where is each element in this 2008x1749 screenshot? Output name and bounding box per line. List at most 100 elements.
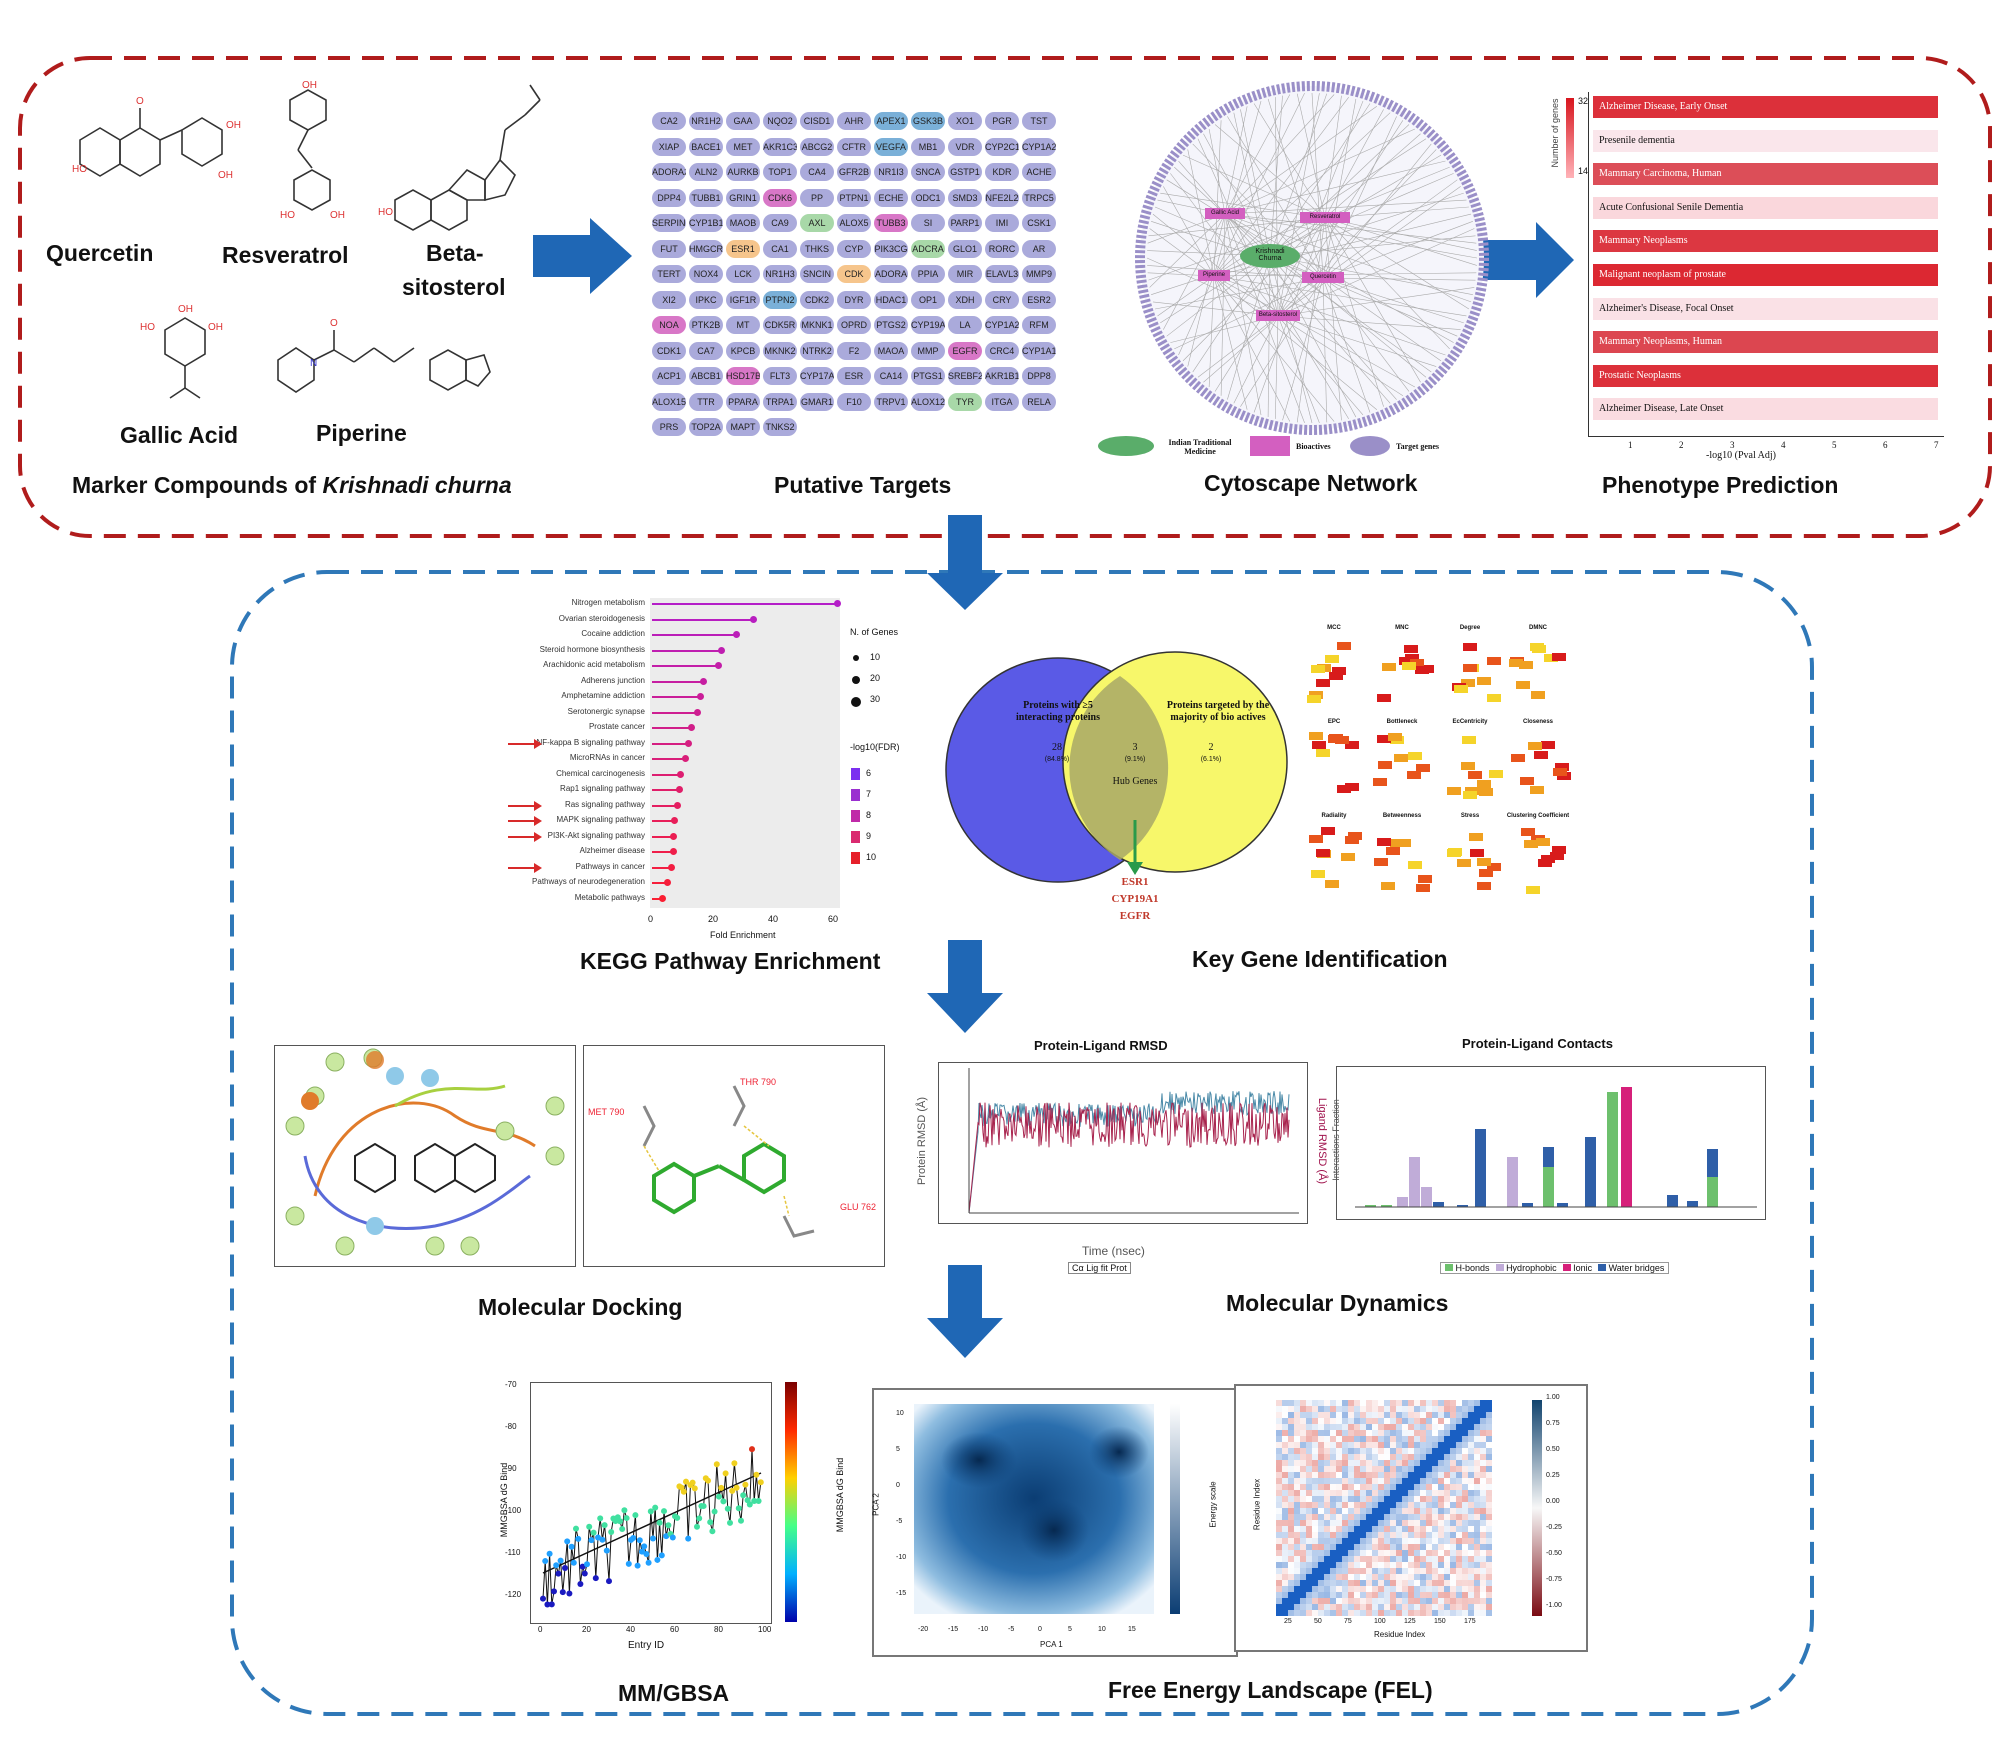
dccm-cell [1378,1586,1384,1592]
dccm-cell [1486,1604,1492,1610]
dccm-cell [1306,1442,1312,1448]
dccm-cell [1420,1400,1426,1406]
dccm-cell [1276,1586,1282,1592]
dccm-cell [1282,1538,1288,1544]
dccm-cell [1396,1526,1402,1532]
mmgbsa-point [639,1548,645,1555]
dccm-cell [1288,1532,1294,1538]
gene-node: PARP1 [948,214,982,232]
dccm-cell [1450,1532,1456,1538]
cytohubba-title: Bottleneck [1386,719,1418,725]
gene-node: TRPV1 [874,392,908,411]
mmgbsa-point [647,1508,654,1515]
dccm-cell [1336,1478,1342,1484]
dccm-cell [1372,1604,1378,1610]
dccm-cell [1324,1556,1330,1562]
dccm-cell [1414,1526,1420,1532]
dccm-cell [1276,1592,1282,1598]
dccm-cell [1288,1484,1294,1490]
dccm-cell [1438,1598,1444,1604]
dccm-cell [1390,1556,1396,1562]
dccm-cell [1276,1430,1282,1436]
dccm-cell [1384,1532,1390,1538]
network-edge [1269,93,1328,257]
mmgbsa-point [643,1551,650,1558]
dccm-cell [1360,1550,1366,1556]
dccm-cell [1480,1598,1486,1604]
dccm-cell [1390,1442,1396,1448]
dccm-colorbar-tick: -1.00 [1546,1602,1562,1609]
kegg-pathway-label: Cocaine addiction [581,629,645,638]
dccm-cell [1426,1406,1432,1412]
dccm-cell [1354,1472,1360,1478]
fel-ytick: -10 [896,1554,907,1561]
dccm-cell [1384,1520,1390,1526]
dccm-cell [1366,1604,1372,1610]
dccm-cell [1318,1580,1324,1586]
rmsd-ylabel-left: Protein RMSD (Å) [916,1096,928,1186]
gene-node: AKR1C3 [763,137,797,156]
mmgbsa-point [597,1515,604,1522]
dccm-cell [1360,1484,1366,1490]
dccm-cell [1330,1442,1336,1448]
dccm-cell [1396,1592,1402,1598]
dccm-cell [1306,1478,1312,1484]
mmgbsa-point [658,1552,665,1559]
dccm-cell [1420,1436,1426,1442]
dccm-cell [1318,1514,1324,1520]
dccm-cell [1384,1460,1390,1466]
dccm-cell [1306,1562,1312,1568]
mmgbsa-point [623,1515,630,1522]
dccm-cell [1450,1610,1456,1616]
gene-node: KPCB [726,341,760,360]
dccm-cell [1444,1574,1450,1580]
dccm-cell [1348,1586,1354,1592]
gene-node: PP [800,188,834,207]
dccm-cell [1408,1496,1414,1502]
dccm-cell [1366,1400,1372,1406]
dccm-cell [1360,1430,1366,1436]
dccm-cell [1414,1514,1420,1520]
dccm-cell [1360,1580,1366,1586]
dccm-cell [1426,1574,1432,1580]
dccm-cell [1288,1514,1294,1520]
dccm-cell [1342,1562,1348,1568]
phenotype-legend-min: 14 [1578,166,1589,176]
dccm-cell [1360,1424,1366,1430]
network-edge [1322,277,1410,392]
dccm-cell [1360,1406,1366,1412]
dccm-cell [1324,1406,1330,1412]
dccm-cell [1324,1574,1330,1580]
kegg-pathway-label: Nitrogen metabolism [571,598,645,607]
contacts-bar [1409,1157,1420,1207]
dccm-cell [1294,1580,1300,1586]
dccm-cell [1306,1514,1312,1520]
gene-node: PTPN1 [837,188,871,207]
dccm-cell [1456,1580,1462,1586]
mmgbsa-point [617,1518,623,1525]
dccm-cell [1426,1526,1432,1532]
gene-node: TRPC5 [1022,188,1056,207]
dccm-cell [1438,1562,1444,1568]
dccm-cell [1294,1556,1300,1562]
dccm-cell [1348,1550,1354,1556]
cytohubba-node [1541,741,1556,750]
dccm-cell [1318,1592,1324,1598]
dccm-cell [1408,1508,1414,1514]
dccm-cell [1438,1520,1444,1526]
dccm-cell [1450,1466,1456,1472]
dccm-cell [1438,1550,1444,1556]
dccm-cell [1444,1436,1450,1442]
kegg-arrow [508,820,536,822]
dccm-cell [1348,1484,1354,1490]
dccm-cell [1468,1598,1474,1604]
gene-node: AXL [800,214,834,232]
dccm-cell [1390,1520,1396,1526]
dccm-cell [1276,1550,1282,1556]
contacts-bar [1707,1177,1718,1207]
kegg-dot [681,755,689,762]
dccm-cell [1456,1586,1462,1592]
gene-node: GSTP1 [948,163,982,181]
contacts-bar [1543,1167,1554,1207]
